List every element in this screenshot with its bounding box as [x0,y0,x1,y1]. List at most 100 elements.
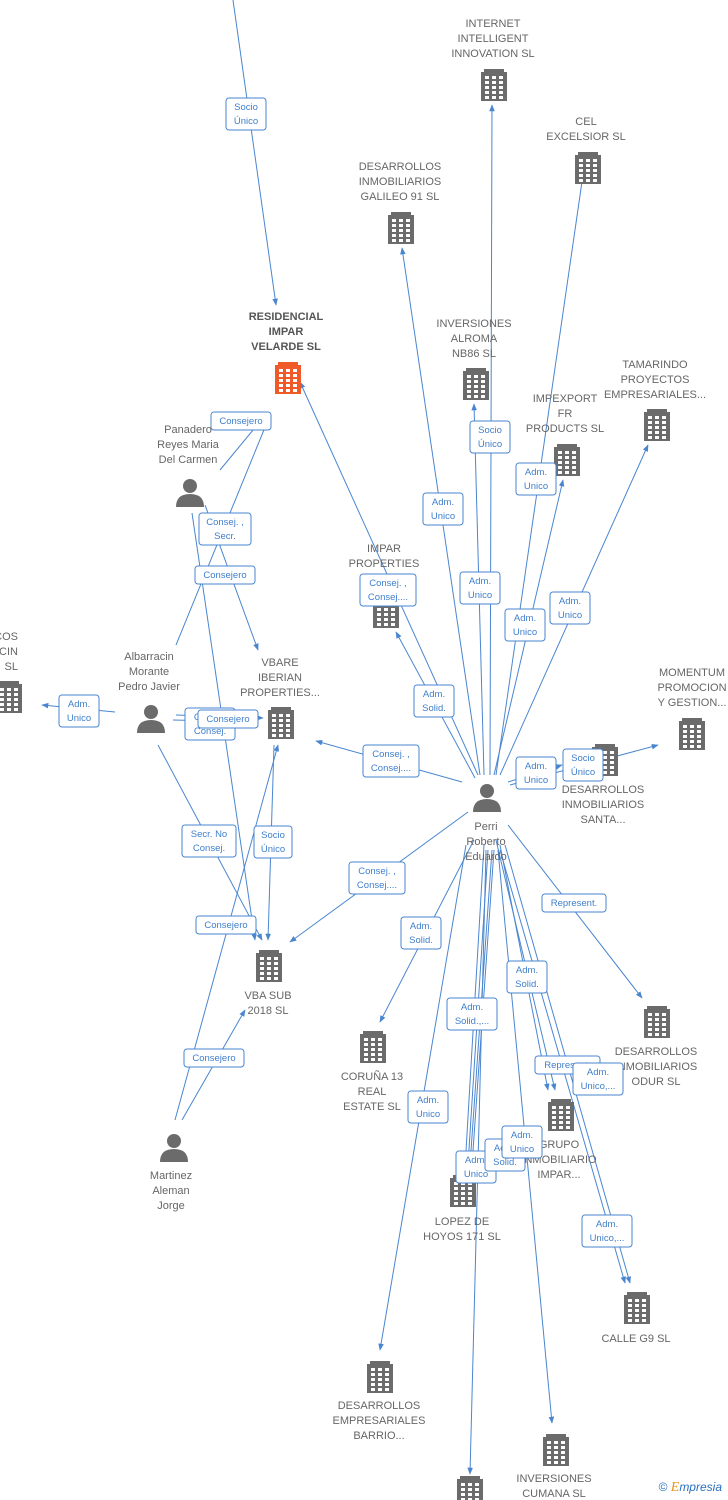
node-maticos[interactable]: MATICOSRRACINSL [0,631,22,713]
edge-label-perri-lopez-4[interactable]: Adm. Unico [501,1125,543,1159]
node-label: SANTA... [580,814,625,826]
person-icon [473,784,501,812]
node-label: Perri [474,821,497,833]
node-santa[interactable]: DESARROLLOSINMOBILIARIOSSANTA... [562,744,645,826]
edge-label-panadero-vbasub[interactable]: Consejero [195,915,257,935]
node-label: MOMENTUM [659,667,725,679]
edge-label-perri-impexport[interactable]: Adm.Unico [515,462,557,496]
node-label: Y GESTION... [658,697,727,709]
brand-name: mpresia [679,1480,722,1494]
edge-label-albarracin-residencial[interactable]: Consejero [194,565,256,585]
edge-label-box [58,694,100,728]
node-label: INMOBILIARIOS [615,1061,698,1073]
node-label: Del Carmen [159,454,218,466]
building-icon [457,1476,483,1500]
edge-label-perri-galileo[interactable]: Adm.Unico [422,492,464,526]
edge-label-text: Unico,... [590,1233,625,1244]
edge-label-martinez-vbasub[interactable]: Consejero [183,1048,245,1068]
edge-label-box [501,1125,543,1159]
edge-label-albarracin-vbare-2[interactable]: Consejero [197,709,259,729]
node-label: BARRIO... [353,1430,404,1442]
edge-label-perri-odur[interactable]: Represent. [541,893,607,913]
edge-label-text: Consej. [194,726,226,737]
edge-label-box [195,915,257,935]
edge-label-box [253,825,293,859]
node-vbare[interactable]: VBAREIBERIANPROPERTIES... [240,657,320,739]
edge-label-box [348,861,406,895]
edge-label-box [469,420,511,454]
edge-label-box [183,1048,245,1068]
node-label: DESARROLLOS [359,161,442,173]
edge-label-text: Unico [510,1144,534,1155]
node-label: GRUPO [539,1139,580,1151]
node-label: CALLE G9 SL [601,1333,670,1345]
empresia-watermark[interactable]: © Empresia [659,1480,722,1496]
building-icon [463,368,489,400]
node-label: ESTATE SL [343,1101,401,1113]
edge-label-panadero-residencial[interactable]: Consejero [210,411,272,431]
node-label: 2018 SL [248,1005,289,1017]
node-calle[interactable]: CALLE G9 SL [601,1292,671,1345]
node-vbasub[interactable]: VBA SUB 2018 SL [244,950,292,1017]
edge-label-perri-impar[interactable]: Adm.Solid. [413,684,455,718]
building-icon [367,1361,393,1393]
building-icon [360,1031,386,1063]
edge-label-perri-internet[interactable]: Adm.Unico [459,571,501,605]
edge-label-text: Unico [67,713,91,724]
edge-label-perri-grupo-3[interactable]: Adm.Unico,... [572,1062,624,1096]
edge-label-panadero-vbare[interactable]: Consej. ,Secr. [198,512,252,546]
edge-label-box [446,997,498,1031]
node-label: EXCELSIOR SL [546,131,625,143]
edge-label-text: Adm. [511,1130,533,1141]
edge-label-text: Secr. [214,531,236,542]
edge-label-albarracin-maticos[interactable]: Adm.Unico [58,694,100,728]
building-icon [644,1006,670,1038]
edge-label-perri-lopez[interactable]: Adm.Solid.,... [446,997,498,1031]
node-label: INVERSIONES [516,1473,591,1485]
edge-label-perri-vbasub[interactable]: Consej. ,Consej.... [348,861,406,895]
building-icon [548,1099,574,1131]
edge-label-box [359,573,417,607]
building-icon [268,707,294,739]
edge-label-perri-barrio[interactable]: Adm.Unico [407,1090,449,1124]
node-label: IBERIAN [258,672,302,684]
building-icon [679,718,705,750]
node-barrio[interactable]: DESARROLLOSEMPRESARIALESBARRIO... [333,1361,426,1442]
edge-label-perri-vbare[interactable]: Consej. ,Consej.... [362,744,420,778]
edge-label-perri-tamarindo[interactable]: Adm.Unico [549,591,591,625]
edge-label-text: Único [571,767,595,778]
node-tamarindo[interactable]: TAMARINDOPROYECTOSEMPRESARIALES... [604,359,706,441]
node-label: RESIDENCIAL [249,311,324,323]
edge-label-text: Adm. [410,921,432,932]
edge-label-perri-cel[interactable]: Adm.Unico [504,608,546,642]
node-bottom[interactable] [457,1476,483,1500]
edge-label-perri-residencial[interactable]: Consej. ,Consej.... [359,573,417,607]
node-label: VBA SUB [244,990,291,1002]
edge-label-perri-calle[interactable]: Adm.Unico,... [581,1214,633,1248]
edge-label-text: Adm. [469,576,491,587]
edge-label-perri-santa[interactable]: Adm.Unico [515,756,557,790]
edge-label-perri-coruna[interactable]: Adm.Solid. [400,916,442,950]
edge-label-perri-grupo[interactable]: Adm.Solid. [506,960,548,994]
